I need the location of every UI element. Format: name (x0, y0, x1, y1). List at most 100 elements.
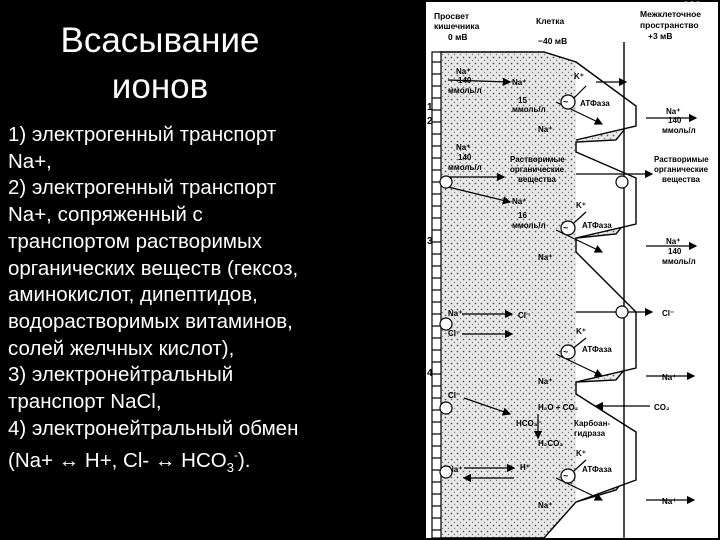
title-line-1: Всасывание (60, 21, 260, 60)
label-atpase: АТФаза (582, 345, 612, 354)
list-line: аминокислот, дипептидов, (8, 283, 258, 307)
cotransporter-circle (439, 317, 453, 331)
label-co2-inter: CO₂ (654, 403, 670, 412)
exchanger-circle (439, 401, 453, 415)
section-number: 3 (427, 236, 433, 247)
label-unit: ммоль/л (448, 86, 482, 95)
section-number: 2 (427, 116, 433, 127)
label-na-out: Na⁺ (538, 501, 552, 510)
label-organic: Растворимые (510, 155, 565, 164)
transport-list: 1) электрогенный транспорт Na+, 2) элект… (8, 122, 418, 482)
label-unit-cell: ммоль/л (512, 105, 546, 114)
title-line-2: ионов (111, 67, 209, 106)
label-atpase: АТФаза (582, 221, 612, 230)
label-organic-inter: вещества (662, 175, 701, 184)
lumen-potential: 0 мВ (448, 32, 468, 42)
label-atpase: АТФаза (580, 99, 610, 108)
list-line: 3) электронейтральный (8, 363, 234, 387)
label-na: Na⁺ (448, 309, 462, 318)
label-organic-inter: органические (654, 165, 709, 174)
label-organic-inter: Растворимые (654, 155, 709, 164)
list-line: (Na+ ↔ H+, Cl- ↔ HCO3-). (8, 442, 418, 482)
carrier-circle (615, 175, 629, 189)
list-line: солей желчных кислот), (8, 336, 235, 360)
label-unit-cell: ммоль/л (512, 221, 546, 230)
label-conc-cell: 15 (518, 96, 527, 105)
label-cl: Cl⁻ (448, 329, 460, 338)
list-line: транспорт NaCl, (8, 390, 162, 414)
label-conc: 140 (458, 153, 472, 162)
intercellular-gap (575, 61, 637, 141)
label-na-cell: Na⁺ (512, 78, 526, 87)
label-cl-inter: Cl⁻ (662, 309, 674, 318)
label-na: Na⁺ (456, 143, 470, 152)
slide-title: Всасывание ионов (40, 18, 280, 110)
list-line: водорастворимых витаминов, (8, 309, 293, 333)
label-k: K⁺ (576, 201, 586, 210)
label-hco3: HCO₃⁻ (516, 419, 542, 428)
label-cl-cell: Cl⁻ (518, 311, 530, 320)
label-conc-inter: 140 (668, 116, 682, 125)
label-na-out: Na⁺ (538, 253, 552, 262)
list-line-part: (Na+ ↔ H+, Cl- ↔ HCO (8, 449, 227, 473)
list-line-part: ). (237, 449, 251, 473)
label-organic: вещества (518, 175, 557, 184)
pump-circle (560, 468, 576, 484)
intercellular-gap (575, 251, 637, 383)
list-line: органических веществ (гексоз, (8, 256, 299, 280)
pump-symbol: ~ (563, 97, 568, 107)
superscript: - (233, 448, 238, 463)
label-na: Na⁺ (448, 465, 462, 474)
label-na-inter: Na⁺ (662, 497, 676, 506)
subscript: 3 (226, 460, 234, 476)
label-na-inter: Na⁺ (666, 237, 680, 246)
brush-border (431, 51, 442, 538)
label-conc-inter: 140 (668, 247, 682, 256)
pump-symbol: ~ (563, 471, 568, 481)
label-unit-inter: ммоль/л (662, 257, 696, 266)
label-cl: Cl⁻ (448, 391, 460, 400)
label-carbonic: Карбоан- (574, 419, 610, 428)
channel-circle (615, 305, 629, 319)
intercellular-gap (575, 393, 637, 503)
list-line: 1) электрогенный транспорт (8, 123, 277, 146)
cotransporter-circle (439, 175, 453, 189)
label-h2co3: H₂CO₃ (538, 439, 563, 448)
list-line: 4) электронейтральный обмен (8, 416, 299, 440)
list-line: Na+, сопряженный с (8, 203, 203, 227)
pump-circle (560, 220, 576, 236)
list-line: 2) электрогенный транспорт (8, 176, 277, 200)
label-water-co2: H₂O + CO₂ (538, 403, 579, 412)
label-atpase: АТФаза (582, 465, 612, 474)
cell-potential: −40 мВ (538, 36, 567, 46)
pump-circle (560, 344, 576, 360)
intercellular-label: пространство (640, 20, 699, 30)
label-k: K⁺ (576, 327, 586, 336)
section-number: 1 (427, 102, 433, 113)
label-carbonic: гидраза (574, 429, 606, 438)
lumen-label: кишечника (434, 21, 480, 31)
label-k: K⁺ (574, 72, 584, 81)
label-conc-cell: 16 (518, 211, 527, 220)
label-unit: ммоль/л (448, 163, 482, 172)
section-number: 4 (427, 368, 433, 379)
label-na-out: Na⁺ (538, 125, 552, 134)
lumen-label: Просвет (434, 11, 469, 21)
label-organic: органические (510, 165, 565, 174)
section-2-arrows (447, 169, 698, 253)
list-line: транспортом растворимых (8, 229, 262, 253)
label-unit-inter: ммоль/л (662, 126, 696, 135)
intercellular-label: Межклеточное (640, 9, 701, 19)
cell-label: Клетка (536, 16, 565, 26)
pump-symbol: ~ (563, 347, 568, 357)
absorption-diagram: Просвет кишечника 0 мВ Клетка −40 мВ Меж… (426, 2, 718, 538)
list-line: Na+, (8, 149, 52, 173)
label-h: H⁺ (520, 463, 530, 472)
label-k: K⁺ (576, 449, 586, 458)
label-na-cell: Na⁺ (512, 197, 526, 206)
absorption-figure: Просвет кишечника 0 мВ Клетка −40 мВ Меж… (426, 2, 718, 538)
label-na-inter: Na⁺ (662, 373, 676, 382)
label-na-inter: Na⁺ (666, 107, 680, 116)
label-na-out: Na⁺ (538, 377, 552, 386)
intercellular-potential: +3 мВ (648, 31, 672, 41)
